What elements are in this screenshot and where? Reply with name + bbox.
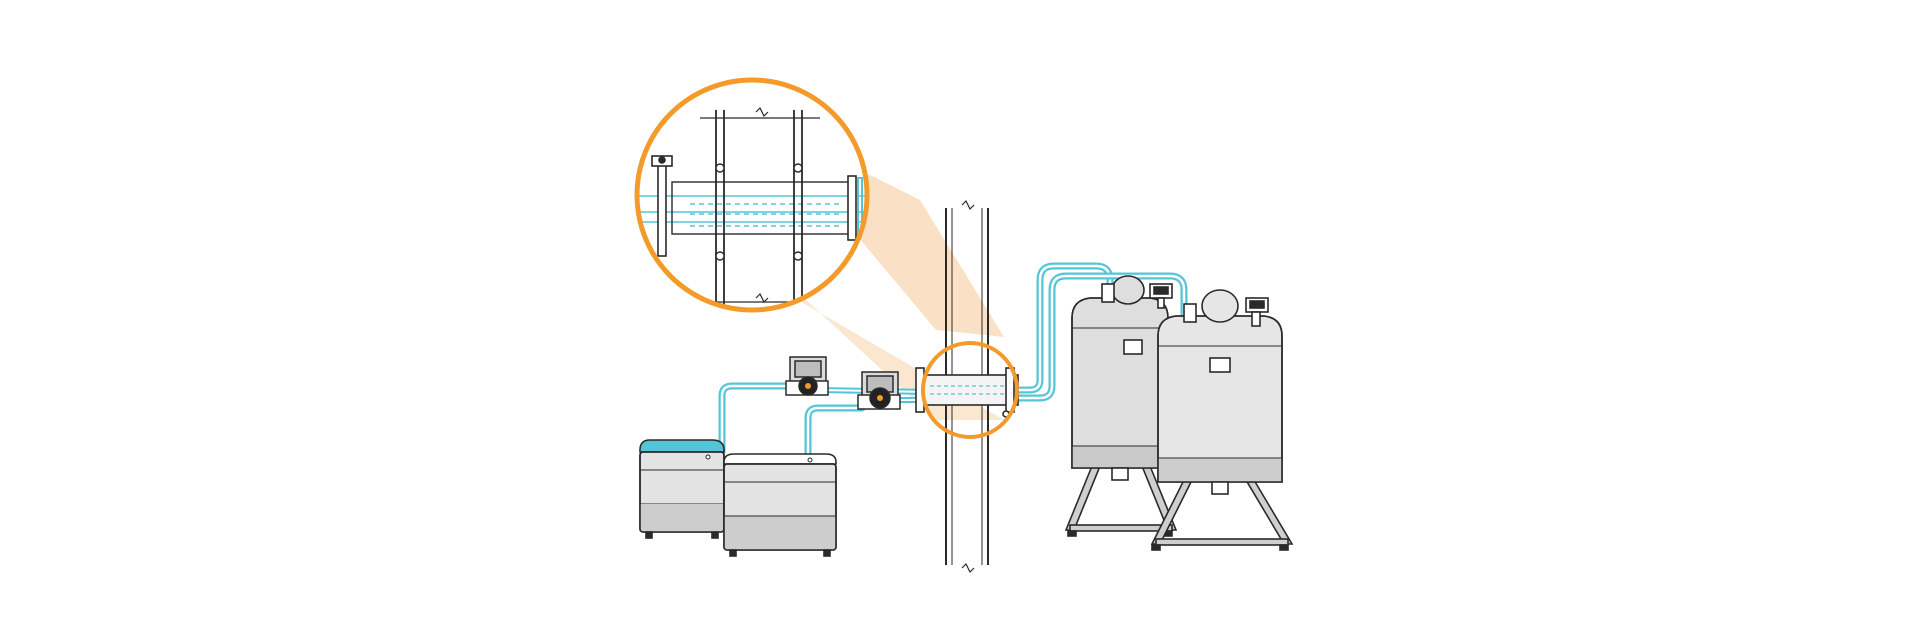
wall-sleeve <box>915 367 1019 418</box>
tank-front-stand <box>1150 479 1294 551</box>
tube-supply-1 <box>718 382 792 456</box>
detail-bolts <box>715 163 803 261</box>
tank-front <box>1150 289 1294 551</box>
peristaltic-pump-1 <box>785 356 829 396</box>
tank-front-window-icon <box>1209 357 1231 373</box>
supply-unit-right <box>723 453 837 557</box>
tank-rear-window-icon <box>1123 339 1143 355</box>
callout-target-circle <box>921 341 1019 439</box>
magnified-detail <box>634 77 870 313</box>
detail-wall <box>700 106 820 310</box>
peristaltic-pump-2 <box>857 371 901 410</box>
supply-unit-left <box>639 439 725 539</box>
detail-flange-left <box>651 155 673 257</box>
callout-magnifier-circle <box>634 77 870 313</box>
